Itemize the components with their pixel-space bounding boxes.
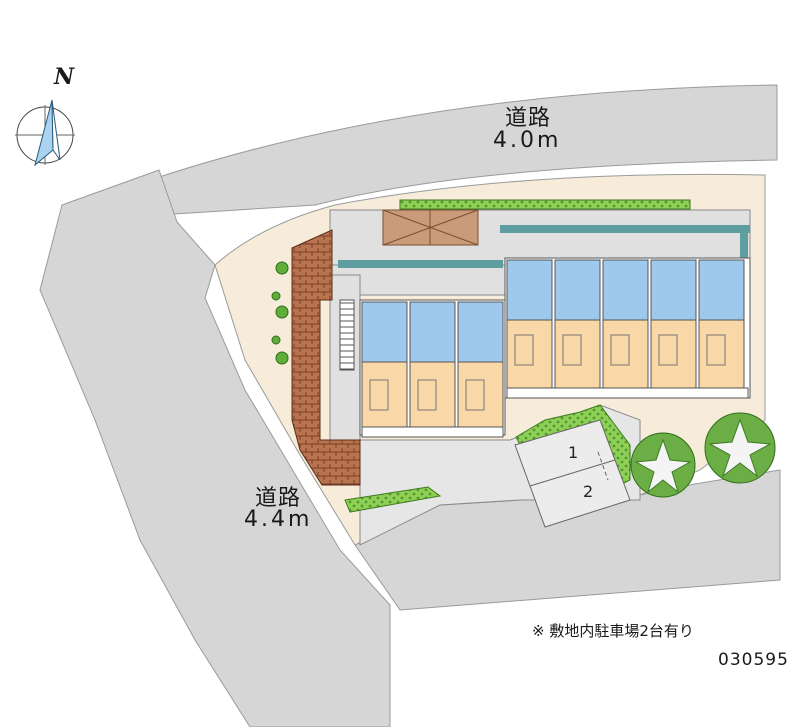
unit: [361, 301, 408, 428]
tree-icon: [630, 432, 696, 498]
road-west-width: 4.4m: [244, 507, 313, 532]
units-lower-row: [359, 299, 506, 438]
unit: [554, 259, 601, 389]
compass-icon: [15, 99, 75, 167]
unit: [698, 259, 745, 389]
unit: [457, 301, 504, 428]
road-west-name: 道路: [255, 486, 302, 511]
tree-icon: [704, 412, 776, 484]
units-upper-row: [504, 257, 751, 399]
hedge-north: [399, 199, 691, 210]
storage-pad: [382, 209, 479, 246]
unit: [602, 259, 649, 389]
parking-note: ※ 敷地内駐車場2台有り: [532, 622, 694, 640]
road-north-name: 道路: [505, 106, 552, 131]
parking-space-2-label: 2: [583, 482, 593, 501]
road-north: [149, 84, 778, 216]
unit: [650, 259, 697, 389]
brick-wall: [291, 229, 361, 486]
property-code: 030595: [718, 650, 789, 670]
parking-lot: 1 2: [514, 419, 631, 528]
unit: [506, 259, 553, 389]
road-west: [39, 169, 391, 727]
unit: [409, 301, 456, 428]
parking-space-1-label: 1: [568, 443, 578, 462]
road-north-width: 4.0m: [493, 128, 562, 153]
compass-north-label: N: [54, 64, 75, 90]
shrub-row: [271, 261, 289, 365]
